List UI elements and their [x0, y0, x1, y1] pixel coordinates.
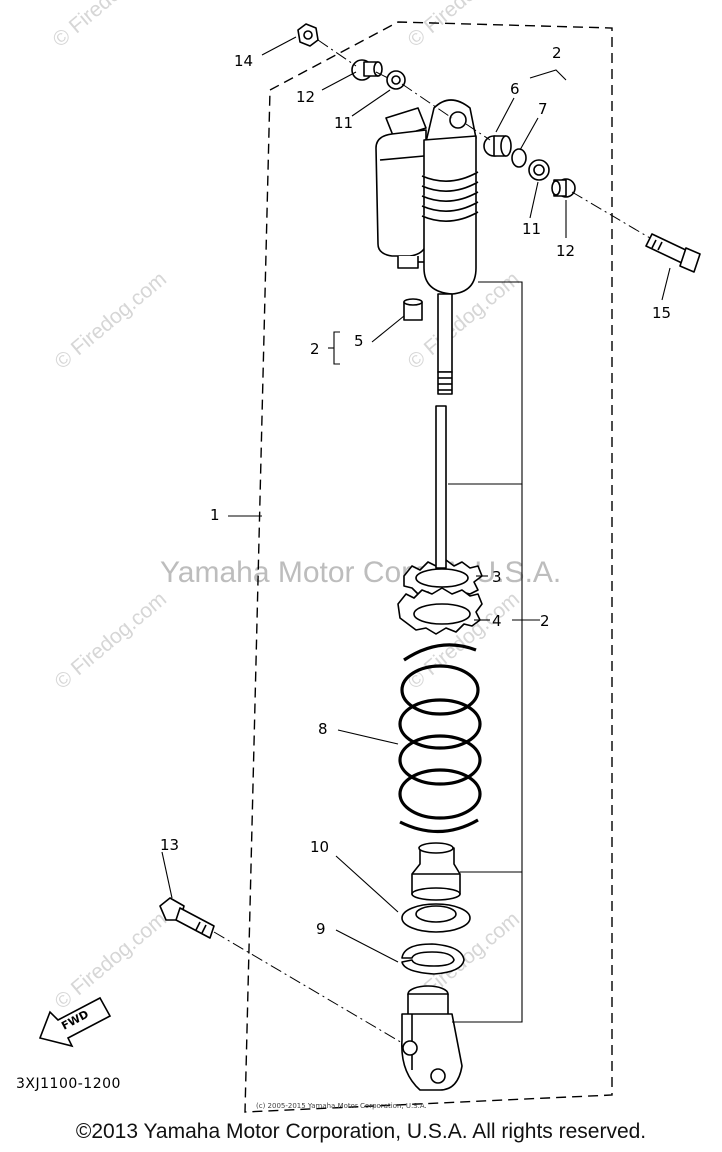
watermark-yamaha: Yamaha Motor Corp.™ U.S.A. — [160, 556, 561, 589]
leader-lines — [161, 36, 671, 1023]
part-4-adjuster — [397, 587, 483, 635]
callout-2: 2 — [540, 612, 550, 630]
small-copyright: (c) 2005-2015 Yamaha Motor Corporation, … — [256, 1102, 427, 1110]
callout-5: 5 — [354, 332, 364, 350]
callout-14: 14 — [234, 52, 253, 70]
callout-12: 12 — [296, 88, 315, 106]
part-12-collar-right — [551, 178, 576, 198]
callout-15: 15 — [652, 304, 671, 322]
callout-labels: 14 12 11 2 6 7 11 12 15 2 5 1 3 4 2 8 10… — [160, 44, 671, 938]
footer-copyright: ©2013 Yamaha Motor Corporation, U.S.A. A… — [75, 1120, 647, 1143]
callout-2: 2 — [310, 340, 320, 358]
watermark-firedog: © Firedog.com — [50, 267, 171, 373]
part-9-clip — [401, 943, 465, 975]
part-8-spring — [398, 643, 482, 834]
damper-rod — [437, 293, 453, 395]
callout-9: 9 — [316, 920, 326, 938]
callout-8: 8 — [318, 720, 328, 738]
part-3-locknut — [403, 559, 483, 599]
callout-11: 11 — [522, 220, 541, 238]
part-6-bushing — [483, 135, 512, 157]
reservoir — [375, 107, 428, 269]
part-10-bump-stop — [411, 842, 461, 901]
watermark-layer: © Firedog.com © Firedog.com © Firedog.co… — [48, 0, 561, 1014]
part-13-bolt — [159, 897, 215, 939]
part-14-nut — [297, 23, 319, 47]
watermark-firedog: © Firedog.com — [50, 587, 171, 693]
callout-10: 10 — [310, 838, 329, 856]
diagram-code: 3XJ1100-1200 — [16, 1076, 121, 1092]
assembly-boundary — [244, 21, 613, 1113]
callout-6: 6 — [510, 80, 520, 98]
part-12-collar-left — [351, 59, 383, 81]
callout-12: 12 — [556, 242, 575, 260]
part-15-bolt — [645, 233, 701, 273]
callout-13: 13 — [160, 836, 179, 854]
part-10-spring-seat — [401, 903, 471, 933]
lower-clevis — [401, 985, 463, 1091]
part-11-seal-right — [528, 159, 550, 181]
shock-body — [421, 99, 479, 295]
watermark-firedog: © Firedog.com — [48, 0, 169, 52]
callout-4: 4 — [492, 612, 502, 630]
part-11-seal-left — [386, 70, 406, 90]
callout-7: 7 — [538, 100, 548, 118]
part-7-ring — [511, 148, 527, 168]
callout-11: 11 — [334, 114, 353, 132]
callout-2: 2 — [552, 44, 562, 62]
watermark-firedog: © Firedog.com — [403, 0, 524, 52]
callout-1: 1 — [210, 506, 220, 524]
watermark-firedog: © Firedog.com — [50, 907, 171, 1013]
part-5-bushing — [403, 298, 423, 321]
assembly-axis-lines — [213, 39, 651, 1045]
callout-3: 3 — [492, 568, 502, 586]
damper-shaft — [435, 405, 447, 569]
